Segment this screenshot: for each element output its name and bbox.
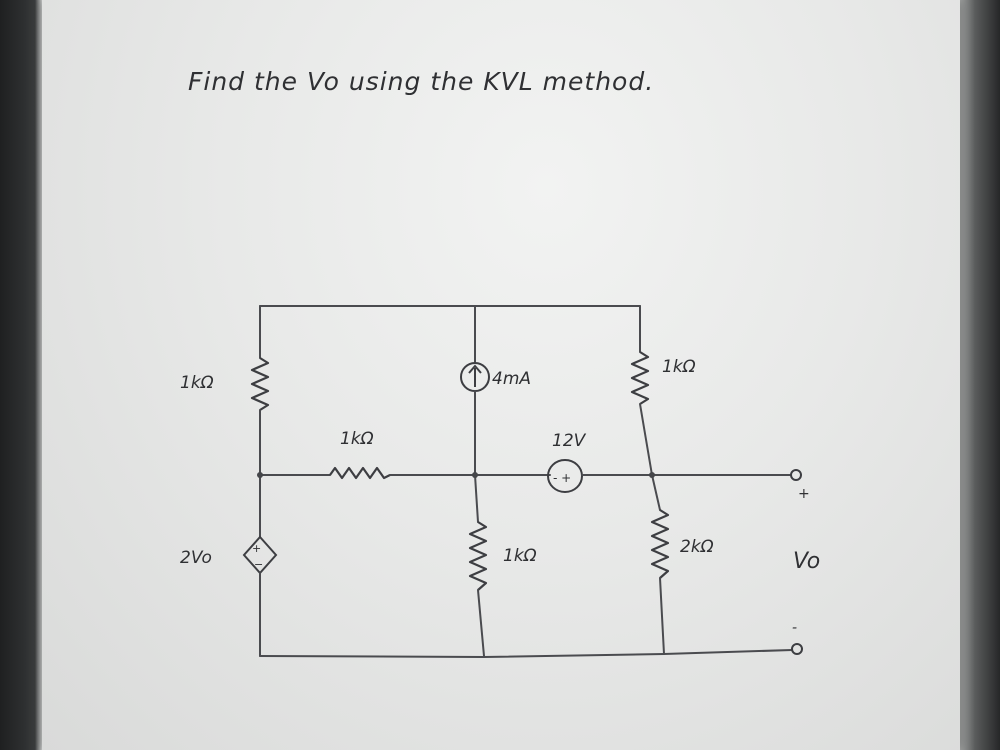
label-vsource-polarity: - + [553,471,571,485]
right-mid-wire [639,403,653,476]
label-current-source: 4mA [492,369,531,389]
problem-statement: Find the Vo using the KVL method. [188,67,654,96]
resistor-left-top [250,357,270,411]
bottom-wire [259,649,793,659]
right-bottom-wire [659,577,665,655]
label-r-left-top: 1kΩ [180,373,214,393]
output-terminal-plus [790,469,802,481]
right-lower-wire [651,474,661,511]
arrow-up-icon [468,364,482,387]
dep-src-plus: + [252,542,261,555]
label-r-right-top: 1kΩ [662,357,696,377]
center-bottom-wire [477,589,485,657]
resistor-center-bottom [468,521,488,591]
label-r-center-bottom: 1kΩ [503,546,537,566]
resistor-right-top [630,351,650,405]
label-r-right-bottom: 2kΩ [680,537,714,557]
label-voltage-source: 12V [552,431,587,451]
node-left [257,472,263,478]
label-dependent-source: 2Vo [180,548,212,568]
label-output-plus: + [798,486,810,502]
resistor-middle-horizontal [329,466,391,480]
label-r-middle: 1kΩ [340,429,374,449]
label-output-minus: - [792,620,797,636]
output-terminal-minus [791,643,803,655]
paper-sheet [42,0,960,750]
node-right [649,472,655,478]
node-center [472,472,478,478]
resistor-right-bottom [650,509,670,579]
label-output: Vo [793,549,820,574]
dep-src-minus: − [254,558,263,571]
center-lower-wire [474,474,479,523]
